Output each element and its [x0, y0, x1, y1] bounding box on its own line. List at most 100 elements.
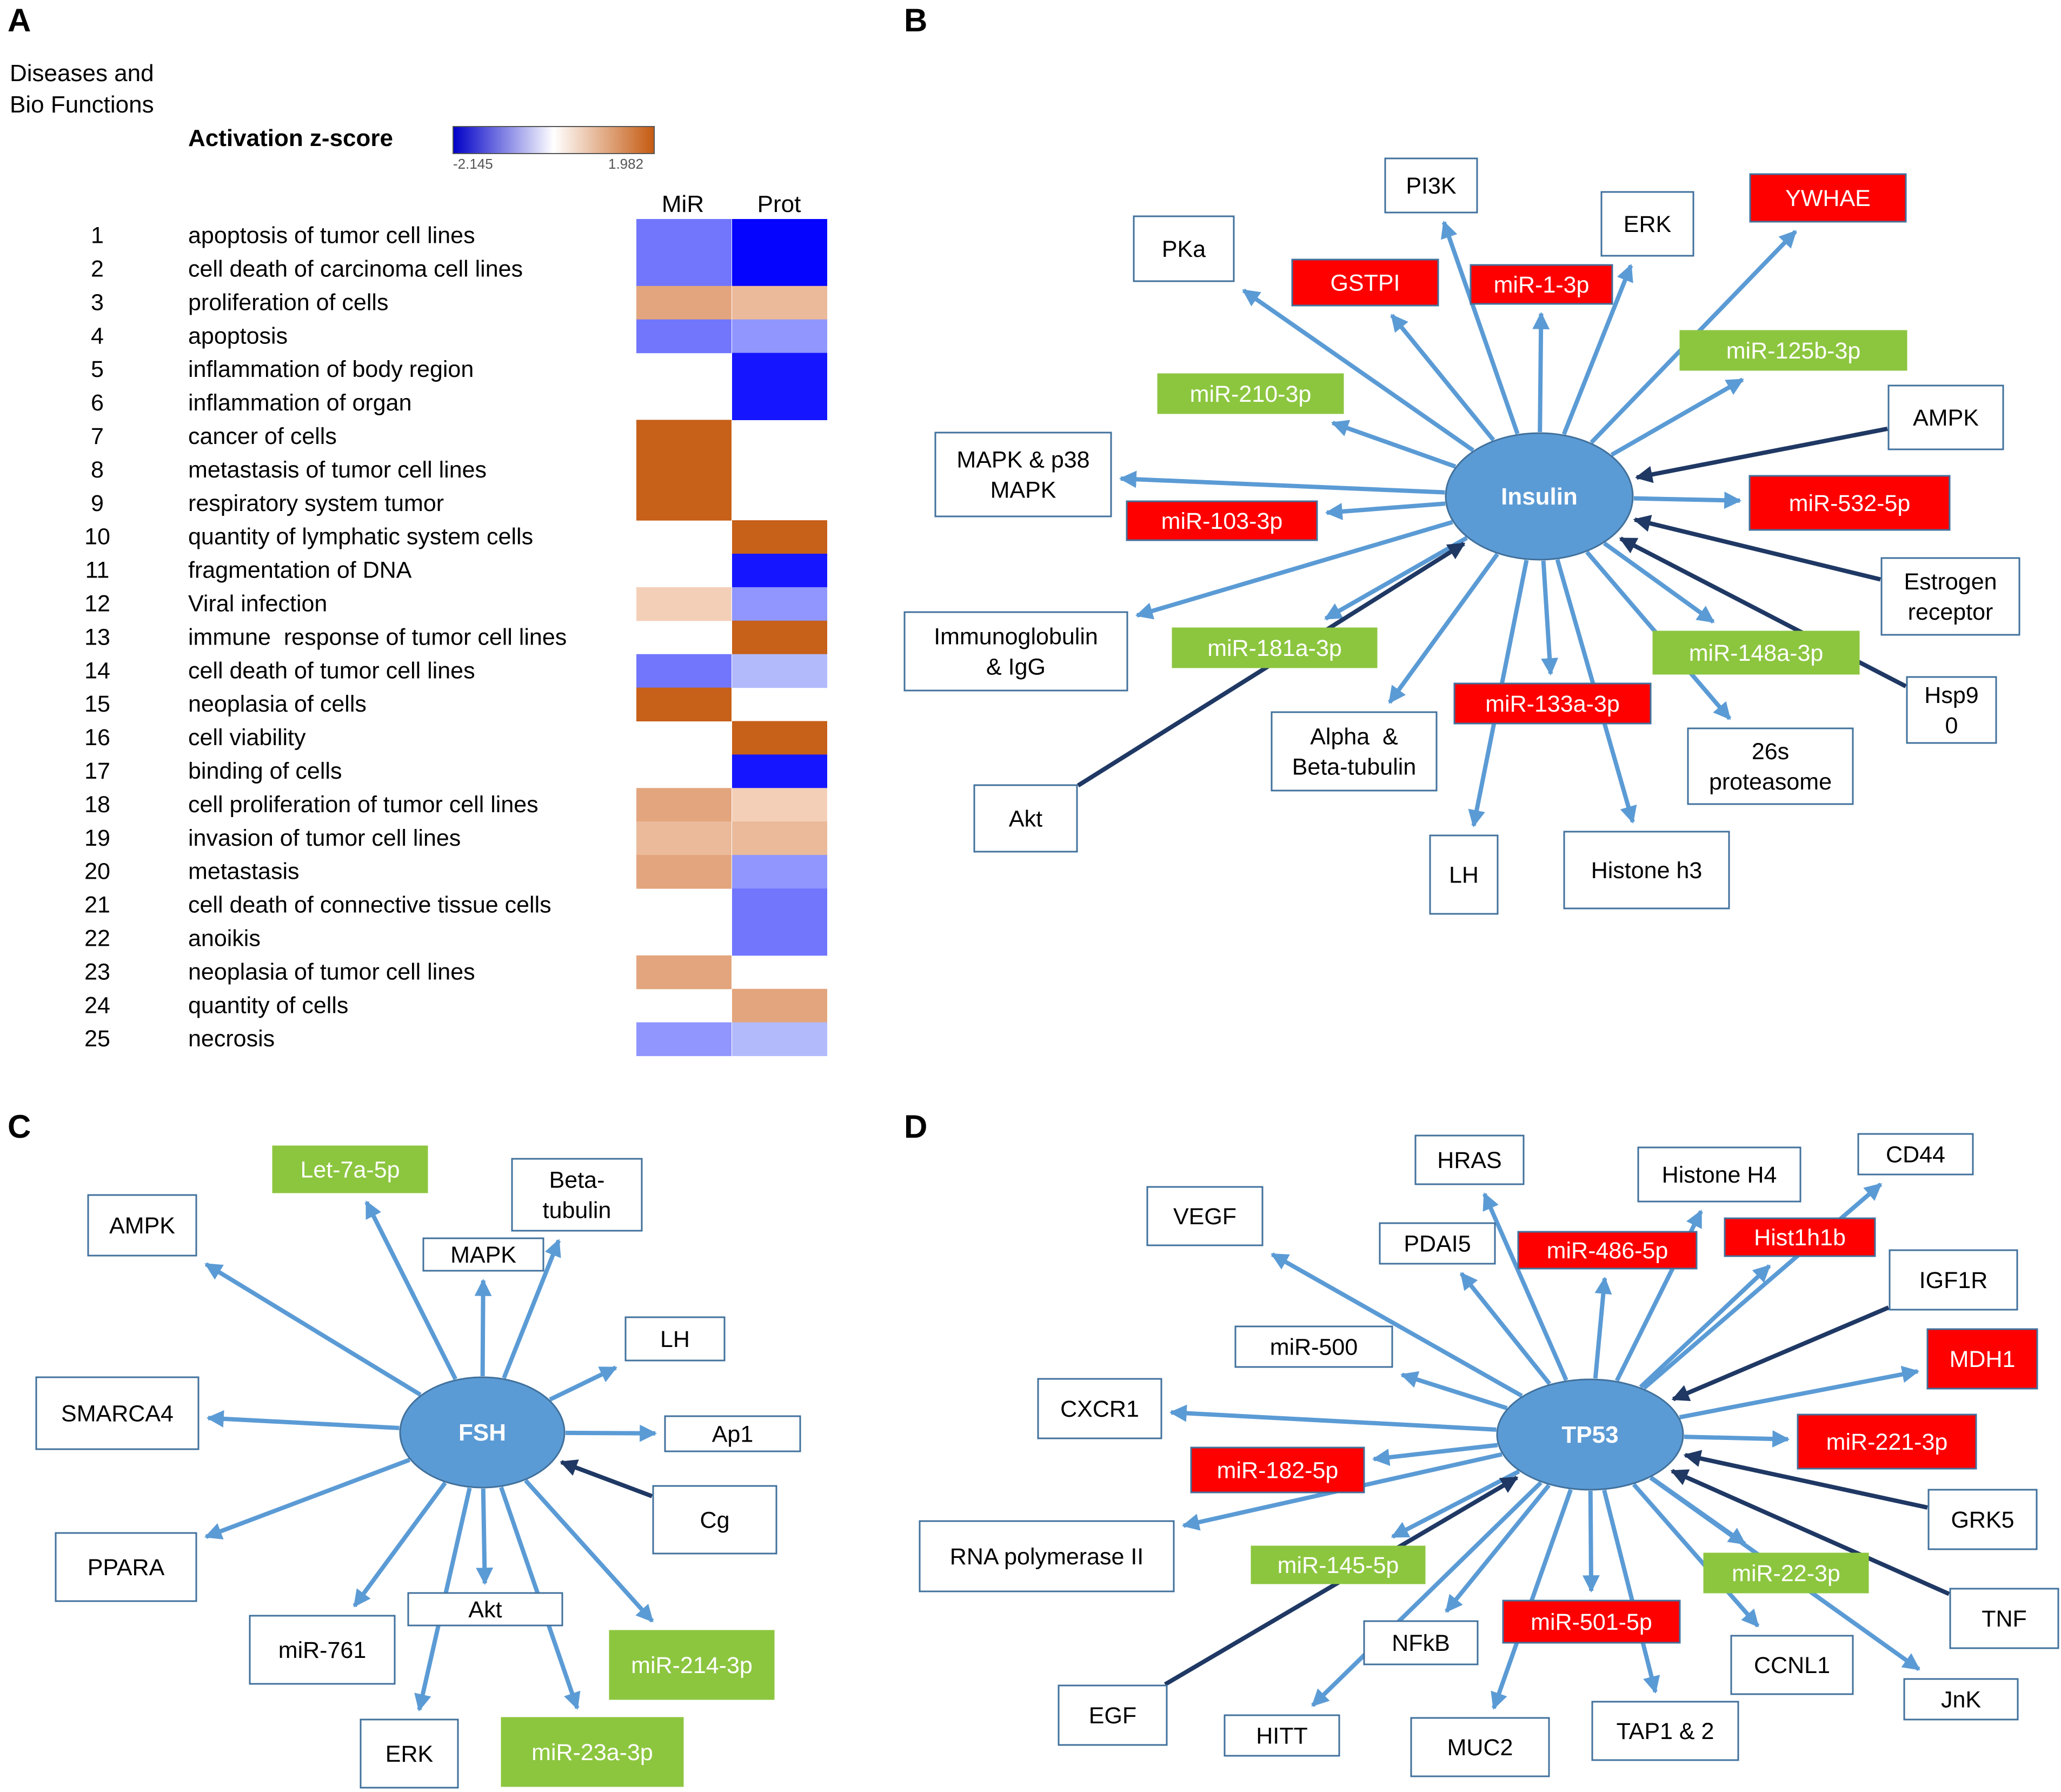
node-mir148a: miR-148a-3p [1652, 630, 1860, 675]
edge-in-igf1r [1671, 1305, 1890, 1402]
node-label-hras: HRAS [1437, 1147, 1501, 1173]
row-number: 2 [91, 256, 104, 282]
node-label-h4: Histone H4 [1662, 1162, 1777, 1188]
node-label-vegf: VEGF [1173, 1204, 1236, 1230]
heat-cell-prot [732, 855, 827, 889]
heat-cell-prot [732, 788, 827, 822]
panel-letter-d: D [904, 1109, 927, 1145]
legend-min-label: -2.145 [453, 156, 493, 172]
node-label-egf: EGF [1089, 1703, 1136, 1729]
node-mir125b: miR-125b-3p [1679, 330, 1907, 371]
node-box-mir500 [1234, 1325, 1393, 1368]
node-label-proteasome: 26s [1752, 739, 1789, 765]
node-label-igg: Immunoglobulin [934, 624, 1098, 650]
node-mir23a: miR-23a-3p [501, 1717, 684, 1787]
node-mir103: miR-103-3p [1126, 500, 1318, 541]
legend-max-label: 1.982 [608, 156, 643, 172]
row-number: 25 [84, 1026, 110, 1052]
hub-label: Insulin [1501, 483, 1578, 510]
node-label-mir145: miR-145-5p [1278, 1552, 1399, 1578]
legend-title: Activation z-score [188, 125, 393, 151]
node-label-ap1: Ap1 [712, 1422, 754, 1448]
node-label-ywhae: YWHAE [1785, 185, 1871, 211]
row-number: 1 [91, 223, 104, 249]
edge-out-vegf [1271, 1252, 1523, 1398]
hub-ellipse [1445, 432, 1634, 561]
node-label-akt: Akt [1009, 806, 1042, 832]
node-box-vegf [1146, 1186, 1264, 1246]
node-box-tnf [1949, 1588, 2059, 1649]
node-lh: LH [624, 1316, 726, 1362]
node-box-ywhae [1749, 173, 1907, 223]
edge-out-mir133a [1541, 560, 1559, 676]
row-number: 3 [91, 289, 104, 315]
node-label-mir500: miR-500 [1270, 1335, 1358, 1360]
node-jnk: JnK [1903, 1678, 2019, 1721]
node-box-muc2 [1410, 1717, 1550, 1777]
row-number: 24 [84, 992, 110, 1018]
node-box-mir22 [1703, 1552, 1869, 1594]
edge-out-mir103 [1325, 501, 1446, 520]
edge-out-hist1h1b [1639, 1264, 1771, 1389]
node-mdh1: MDH1 [1926, 1328, 2038, 1390]
edge-out-mdh1 [1679, 1365, 1920, 1419]
node-let7a: Let-7a-5p [272, 1145, 428, 1193]
row-number: 23 [84, 959, 110, 985]
heat-cell-prot [732, 620, 827, 655]
heat-cell-mir [636, 252, 732, 287]
node-box-grk5 [1927, 1489, 2038, 1550]
node-label-ampk: AMPK [109, 1213, 175, 1239]
hub-node: FSH [399, 1376, 566, 1489]
node-label-mapk: MAPK [450, 1242, 516, 1268]
row-number: 13 [84, 624, 110, 650]
panel-letter-a: A [8, 2, 31, 38]
node-label-mir103: miR-103-3p [1161, 508, 1283, 534]
heat-cell-prot [732, 654, 827, 688]
row-label: cell death of carcinoma cell lines [188, 256, 523, 282]
row-label: inflammation of organ [188, 390, 412, 416]
node-hist1h1b: Hist1h1b [1724, 1217, 1876, 1257]
node-label-smarca4: SMARCA4 [61, 1401, 174, 1427]
node-label-hsp90: 0 [1945, 713, 1958, 739]
row-number: 6 [91, 390, 104, 416]
node-label-lh: LH [1449, 862, 1479, 888]
row-label: binding of cells [188, 758, 342, 784]
edge-in-tnf [1670, 1469, 1950, 1596]
node-label-ppara: PPARA [88, 1555, 165, 1581]
node-label-hist1h1b: Hist1h1b [1754, 1225, 1846, 1251]
node-label-tnf: TNF [1982, 1606, 2027, 1632]
edge-out-mir500 [1400, 1371, 1508, 1410]
node-gstpi: GSTPI [1291, 258, 1439, 307]
node-box-smarca4 [35, 1376, 200, 1450]
node-label-muc2: MUC2 [1447, 1735, 1513, 1761]
node-ap1: Ap1 [664, 1415, 801, 1452]
row-number: 8 [91, 457, 104, 483]
node-mir532: miR-532-5p [1748, 475, 1951, 531]
node-box-tubulin [1271, 711, 1438, 792]
node-label-hitt: HITT [1256, 1723, 1308, 1749]
node-box-mir501 [1502, 1599, 1681, 1644]
node-box-igf1r [1889, 1249, 2018, 1311]
node-btub: Beta-tubulin [511, 1158, 643, 1232]
node-erk: ERK [360, 1718, 459, 1789]
node-label-mdh1: MDH1 [1950, 1346, 2016, 1372]
node-ppara: PPARA [55, 1532, 197, 1602]
heat-cell-prot [732, 888, 827, 922]
node-smarca4: SMARCA4 [35, 1376, 200, 1450]
node-box-ampk [1887, 384, 2004, 450]
node-label-mir761: miR-761 [278, 1637, 367, 1663]
edge-out-mir210 [1331, 420, 1457, 469]
edge-out-igg [1135, 520, 1453, 620]
node-box-akt [973, 784, 1078, 853]
row-label: inflammation of body region [188, 356, 474, 382]
heat-cell-prot [732, 821, 827, 855]
